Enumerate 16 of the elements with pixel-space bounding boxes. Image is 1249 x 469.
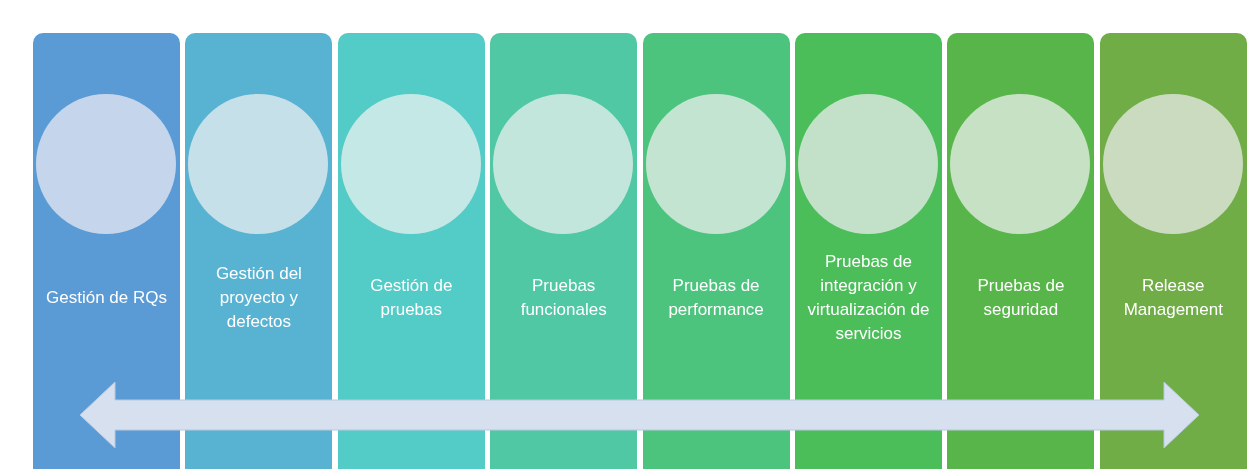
column-panel: [337, 33, 485, 469]
column-panel: [1099, 33, 1247, 469]
column-title: Pruebas de integración y virtualización de servicios: [806, 251, 931, 345]
column-title: Pruebas de seguridad: [976, 275, 1066, 321]
column-title: Release Management: [1122, 275, 1224, 321]
column-title: Pruebas funcionales: [519, 275, 608, 321]
column-panel: [185, 33, 333, 469]
column-title: Gestión del proyecto y defectos: [214, 263, 303, 333]
column-panel: [795, 33, 942, 469]
column-panel: [33, 33, 180, 469]
column-panel: [490, 33, 638, 469]
column-panel: [947, 33, 1095, 469]
column-title: Gestión de pruebas: [369, 275, 454, 321]
column-panel: [642, 33, 790, 469]
column-title: Gestión de RQs: [46, 287, 167, 309]
column-title: Pruebas de performance: [667, 275, 765, 321]
